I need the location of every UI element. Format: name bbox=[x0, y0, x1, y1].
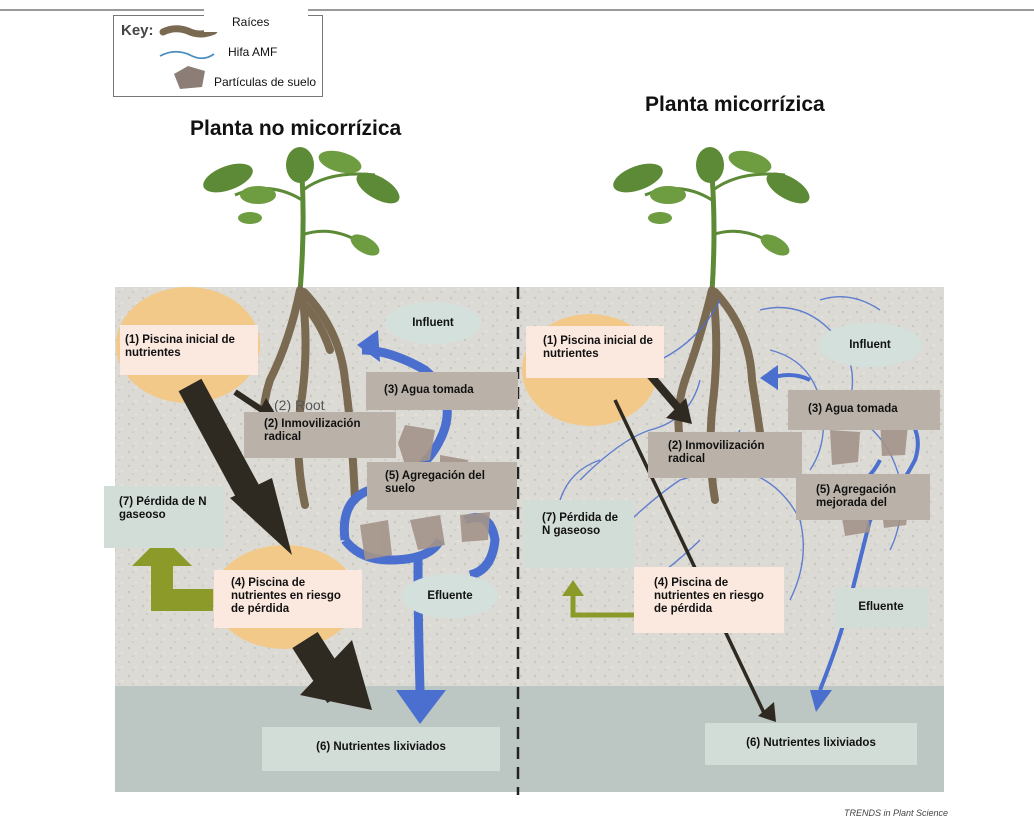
right-box-leached-nutrients: (6) Nutrientes lixiviados bbox=[705, 723, 917, 765]
right-box-gas-loss: (7) Pérdida de N gaseoso bbox=[524, 500, 634, 568]
left-box-water-uptake: (3) Agua tomada bbox=[366, 372, 518, 410]
left-box-root-immobilization: (2) Inmovilización radical bbox=[244, 412, 396, 458]
left-box-gas-loss: (7) Pérdida de N gaseoso bbox=[104, 486, 224, 548]
right-box-water-uptake: (3) Agua tomada bbox=[788, 390, 940, 430]
figure-credit: TRENDS in Plant Science bbox=[844, 808, 948, 818]
left-root-bg-label: (2) Root bbox=[274, 397, 325, 413]
right-box-root-immobilization: (2) Inmovilización radical bbox=[648, 432, 802, 478]
left-plant-icon bbox=[199, 147, 404, 292]
right-influent-label: Influent bbox=[818, 323, 922, 367]
left-efluente-label: Efluente bbox=[402, 574, 498, 618]
right-efluente-label: Efluente bbox=[834, 588, 928, 628]
left-box-initial-pool: (1) Piscina inicial de nutrientes bbox=[120, 325, 258, 375]
left-influent-label: Influent bbox=[385, 302, 481, 344]
left-box-soil-aggregation: (5) Agregación del suelo bbox=[367, 462, 517, 510]
right-box-initial-pool: (1) Piscina inicial de nutrientes bbox=[526, 326, 664, 378]
left-box-leached-nutrients: (6) Nutrientes lixiviados bbox=[262, 727, 500, 771]
right-box-improved-aggregation: (5) Agregación mejorada del bbox=[796, 474, 930, 520]
left-box-risk-pool: (4) Piscina de nutrientes en riesgo de p… bbox=[214, 570, 362, 628]
right-plant-icon bbox=[609, 147, 814, 292]
right-box-risk-pool: (4) Piscina de nutrientes en riesgo de p… bbox=[634, 567, 784, 633]
